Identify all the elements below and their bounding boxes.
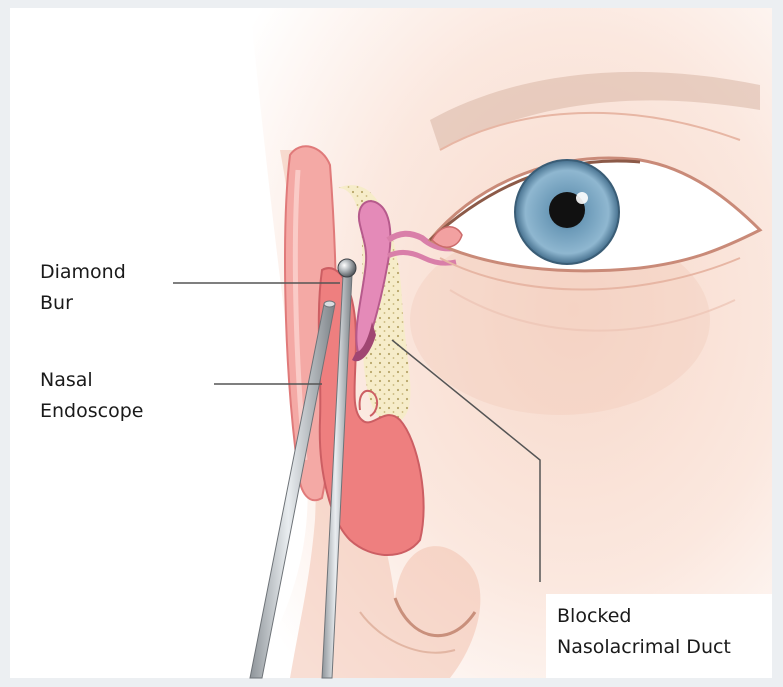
diamond-bur-label: Diamond Bur (40, 257, 126, 319)
nasal-endoscope-label: Nasal Endoscope (40, 365, 143, 427)
nasal-endoscope-label-line2: Endoscope (40, 396, 143, 427)
diamond-bur-label-line2: Bur (40, 288, 126, 319)
blocked-duct-label-line1: Blocked (557, 601, 731, 632)
diamond-bur-label-line1: Diamond (40, 257, 126, 288)
blocked-duct-label: Blocked Nasolacrimal Duct (557, 601, 731, 663)
bur-tip (338, 259, 356, 277)
nasal-endoscope-label-line1: Nasal (40, 365, 143, 396)
blocked-duct-label-line2: Nasolacrimal Duct (557, 632, 731, 663)
